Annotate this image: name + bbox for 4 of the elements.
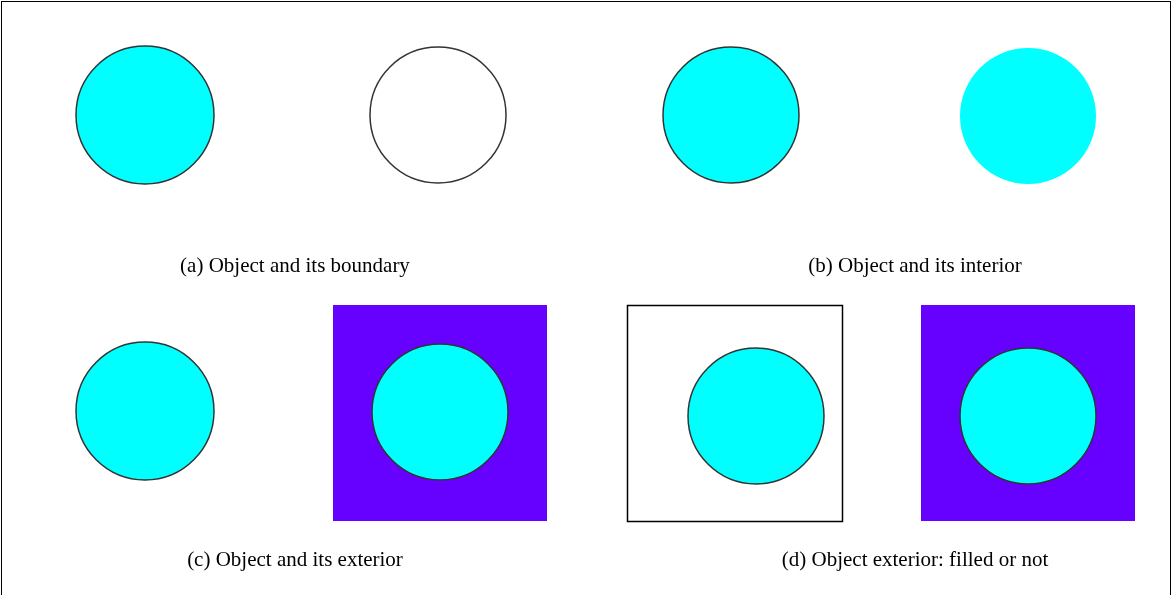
caption: (d) Object exterior: filled or not [780,547,1050,572]
caption: (a) Object and its boundary [179,253,411,278]
caption: (c) Object and its exterior [186,547,404,572]
caption: (b) Object and its interior [807,253,1023,278]
